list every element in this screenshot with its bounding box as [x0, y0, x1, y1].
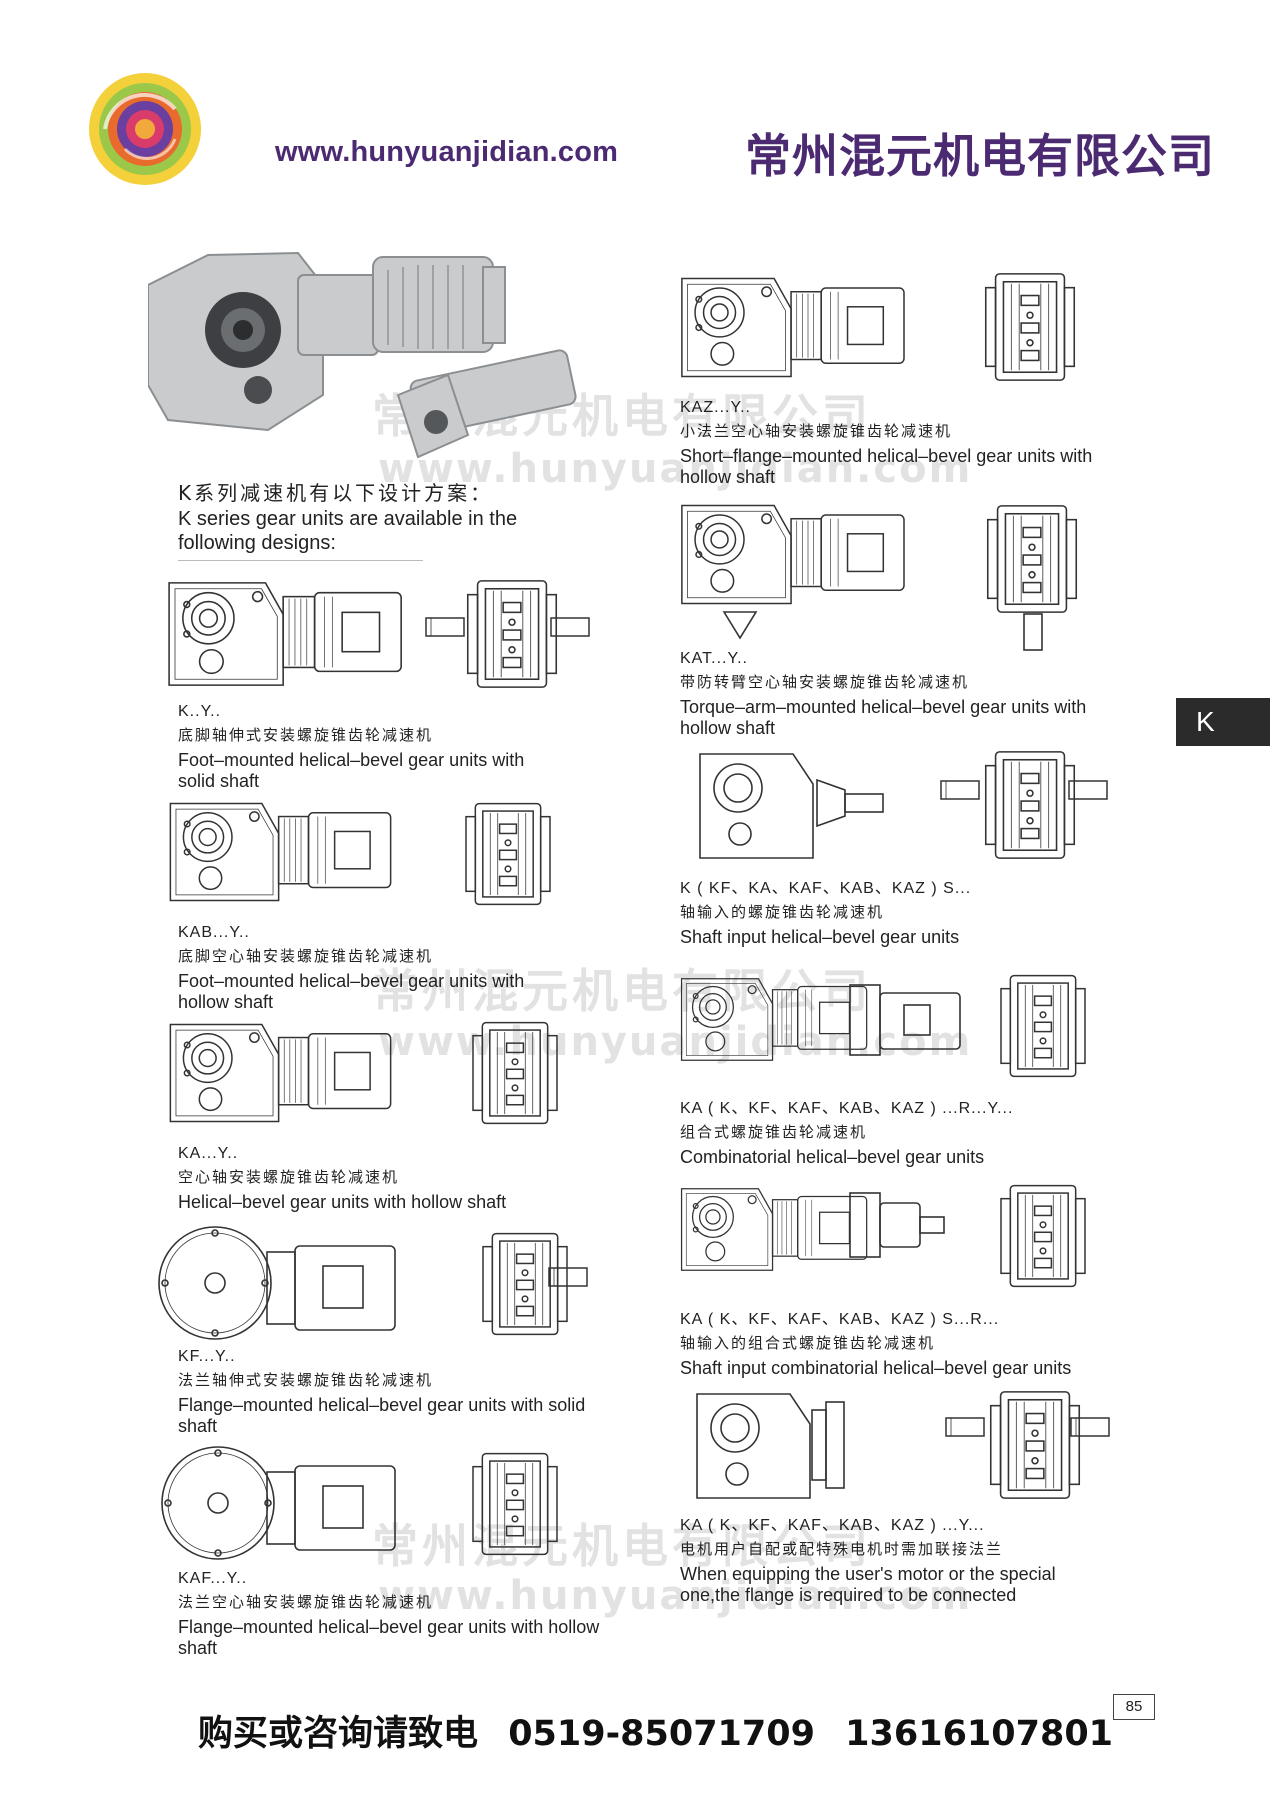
unit-code: KA ( K、KF、KAF、KAB、KAZ ) ...Y...: [680, 1517, 985, 1534]
section-tab-k[interactable]: K: [1176, 698, 1270, 746]
unit-name-cn: 底脚空心轴安装螺旋锥齿轮减速机: [178, 947, 434, 965]
product-photo: [148, 245, 603, 470]
unit-code: KAZ...Y..: [680, 399, 751, 416]
drawing-kat-front: [680, 497, 920, 612]
unit-code: KAF...Y..: [178, 1570, 248, 1587]
contact-label: 购买或咨询请致电: [198, 1714, 479, 1754]
unit-name-cn: 空心轴安装螺旋锥齿轮减速机: [178, 1168, 400, 1186]
contact-footer: 购买或咨询请致电 0519-85071709 13616107801: [198, 1705, 1113, 1756]
spiral-logo-icon: [89, 73, 201, 185]
phone-mobile[interactable]: 13616107801: [845, 1714, 1114, 1754]
unit-code: K..Y..: [178, 703, 222, 720]
drawing-k-front: [165, 575, 420, 693]
unit-name-cn: 电机用户自配或配特殊电机时需加联接法兰: [680, 1540, 1004, 1558]
drawing-kf-motor: [265, 1238, 405, 1338]
drawing-kaz-side: [955, 268, 1105, 386]
drawing-kf-flange: [155, 1223, 275, 1343]
unit-caption-kaz: KAZ...Y.. 小法兰空心轴安装螺旋锥齿轮减速机 Short–flange–…: [680, 397, 1120, 488]
unit-name-cn: 底脚轴伸式安装螺旋锥齿轮减速机: [178, 726, 434, 744]
intro-heading-cn: K系列减速机有以下设计方案：: [178, 481, 494, 505]
phone-landline[interactable]: 0519-85071709: [508, 1714, 815, 1754]
drawing-kat-arm-side: [1018, 612, 1048, 652]
unit-code: KA...Y..: [178, 1145, 239, 1162]
unit-caption-s: K ( KF、KA、KAF、KAB、KAZ ) S... 轴输入的螺旋锥齿轮减速…: [680, 878, 1120, 948]
unit-code: KAB...Y..: [178, 924, 250, 941]
drawing-kaf-flange: [158, 1443, 278, 1563]
unit-name-cn: 法兰轴伸式安装螺旋锥齿轮减速机: [178, 1371, 434, 1389]
drawing-s-side: [955, 746, 1105, 864]
drawing-s-input: [815, 778, 885, 828]
intro-heading-en: K series gear units are available in the…: [178, 508, 518, 554]
unit-name-cn: 轴输入的组合式螺旋锥齿轮减速机: [680, 1334, 936, 1352]
unit-caption-r: KA ( K、KF、KAF、KAB、KAZ ) ...R...Y... 组合式螺…: [680, 1098, 1120, 1168]
company-logo: [86, 70, 204, 188]
drawing-kab-side: [433, 798, 583, 910]
drawing-k-shaft-right: [550, 612, 590, 642]
unit-name-en: Combinatorial helical–bevel gear units: [680, 1147, 985, 1167]
drawing-kab-front: [165, 796, 410, 908]
unit-code: K ( KF、KA、KAF、KAB、KAZ ) S...: [680, 880, 972, 897]
unit-name-en: Shaft input combinatorial helical–bevel …: [680, 1358, 1072, 1378]
unit-caption-kat: KAT...Y.. 带防转臂空心轴安装螺旋锥齿轮减速机 Torque–arm–m…: [680, 648, 1120, 739]
unit-name-en: Helical–bevel gear units with hollow sha…: [178, 1192, 507, 1212]
unit-code: KA ( K、KF、KAF、KAB、KAZ ) ...R...Y...: [680, 1100, 1014, 1117]
website-url[interactable]: www.hunyuanjidian.com: [275, 136, 619, 168]
drawing-ka-front: [165, 1017, 410, 1129]
company-name: 常州混元机电有限公司: [745, 129, 1215, 183]
unit-caption-kaf: KAF...Y.. 法兰空心轴安装螺旋锥齿轮减速机 Flange–mounted…: [178, 1568, 618, 1659]
unit-name-cn: 组合式螺旋锥齿轮减速机: [680, 1123, 868, 1141]
divider: [178, 560, 423, 561]
drawing-sr-side: [968, 1180, 1118, 1292]
unit-name-en: Short–flange–mounted helical–bevel gear …: [680, 446, 1093, 487]
drawing-y-side: [960, 1386, 1110, 1504]
drawing-y-flange: [810, 1400, 850, 1490]
drawing-sr-input: [848, 1185, 948, 1265]
drawing-r-side: [968, 970, 1118, 1082]
drawing-kf-shaft: [548, 1262, 588, 1292]
unit-caption-k: K..Y.. 底脚轴伸式安装螺旋锥齿轮减速机 Foot–mounted heli…: [178, 701, 558, 792]
drawing-kat-side: [957, 500, 1107, 618]
unit-name-cn: 带防转臂空心轴安装螺旋锥齿轮减速机: [680, 673, 970, 691]
unit-name-cn: 小法兰空心轴安装螺旋锥齿轮减速机: [680, 422, 953, 440]
drawing-kat-torque-arm: [720, 610, 760, 642]
drawing-s-shaft-right: [1068, 775, 1108, 805]
page-number: 85: [1113, 1694, 1155, 1720]
unit-name-en: Flange–mounted helical–bevel gear units …: [178, 1395, 586, 1436]
drawing-kaf-side: [440, 1448, 590, 1560]
drawing-kaf-motor: [265, 1458, 405, 1558]
drawing-ka-side: [440, 1017, 590, 1129]
unit-name-cn: 法兰空心轴安装螺旋锥齿轮减速机: [178, 1593, 434, 1611]
drawing-r-motor: [848, 975, 968, 1065]
unit-caption-y: KA ( K、KF、KAF、KAB、KAZ ) ...Y... 电机用户自配或配…: [680, 1515, 1060, 1606]
unit-name-en: Torque–arm–mounted helical–bevel gear un…: [680, 697, 1087, 738]
unit-caption-sr: KA ( K、KF、KAF、KAB、KAZ ) S...R... 轴输入的组合式…: [680, 1309, 1160, 1379]
unit-name-en: Foot–mounted helical–bevel gear units wi…: [178, 750, 525, 791]
unit-code: KA ( K、KF、KAF、KAB、KAZ ) S...R...: [680, 1311, 1000, 1328]
unit-name-en: When equipping the user's motor or the s…: [680, 1564, 1056, 1605]
unit-code: KF...Y..: [178, 1348, 236, 1365]
unit-caption-ka: KA...Y.. 空心轴安装螺旋锥齿轮减速机 Helical–bevel gea…: [178, 1143, 558, 1213]
unit-name-en: Flange–mounted helical–bevel gear units …: [178, 1617, 600, 1658]
drawing-y-shaft-right: [1070, 1412, 1110, 1442]
drawing-kaz-front: [680, 270, 920, 385]
unit-code: KAT...Y..: [680, 650, 748, 667]
unit-caption-kf: KF...Y.. 法兰轴伸式安装螺旋锥齿轮减速机 Flange–mounted …: [178, 1346, 618, 1437]
unit-name-en: Foot–mounted helical–bevel gear units wi…: [178, 971, 525, 1012]
drawing-y-front: [695, 1388, 815, 1503]
unit-caption-kab: KAB...Y.. 底脚空心轴安装螺旋锥齿轮减速机 Foot–mounted h…: [178, 922, 558, 1013]
unit-name-cn: 轴输入的螺旋锥齿轮减速机: [680, 903, 885, 921]
drawing-s-front: [698, 748, 818, 863]
unit-name-en: Shaft input helical–bevel gear units: [680, 927, 960, 947]
